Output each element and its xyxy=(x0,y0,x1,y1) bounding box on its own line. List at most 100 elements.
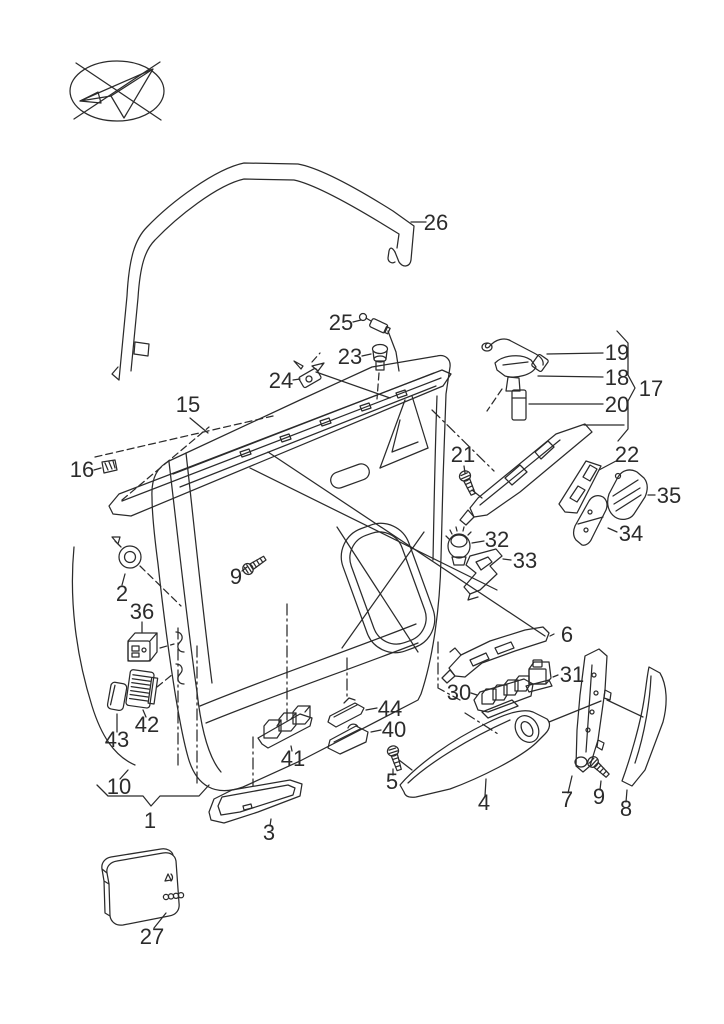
part-switch-pack-41 xyxy=(257,705,313,749)
part-cap-43 xyxy=(106,681,128,712)
screw-21-icon xyxy=(457,468,479,498)
callout-label-24: 24 xyxy=(269,368,293,393)
callout-label-44: 44 xyxy=(378,696,402,721)
part-switch-36 xyxy=(127,632,158,662)
callout-leader-3 xyxy=(269,818,272,827)
callout-leader-32 xyxy=(471,540,485,544)
part-bowden-cable-19 xyxy=(481,338,549,373)
group-bracket-17 xyxy=(616,330,636,442)
part-switch-31 xyxy=(525,659,553,693)
part-armrest-4 xyxy=(399,710,551,798)
callout-label-32: 32 xyxy=(485,527,509,552)
part-vent-switch-42 xyxy=(125,669,159,709)
callout-label-17: 17 xyxy=(639,376,663,401)
callout-leader-31 xyxy=(552,674,559,678)
callout-leader-30 xyxy=(470,692,478,696)
callout-leader-40 xyxy=(370,729,382,733)
part-clip-16 xyxy=(101,459,118,474)
callout-label-20: 20 xyxy=(605,392,629,417)
callout-label-9: 9 xyxy=(593,784,605,809)
callout-label-23: 23 xyxy=(338,344,362,369)
callout-leader-41 xyxy=(290,745,293,752)
callout-label-4: 4 xyxy=(478,790,490,815)
part-knob-switch-32 xyxy=(445,526,472,566)
callout-leader-7 xyxy=(567,775,573,794)
screw-9-icon xyxy=(240,552,269,578)
callout-label-26: 26 xyxy=(424,210,448,235)
callout-label-9: 9 xyxy=(230,564,242,589)
callout-label-3: 3 xyxy=(263,820,275,845)
part-cover-34 xyxy=(573,495,608,546)
part-plug-23 xyxy=(371,343,389,371)
callout-label-10: 10 xyxy=(107,774,131,799)
callout-label-34: 34 xyxy=(619,521,643,546)
callout-leader-22 xyxy=(598,460,617,471)
part-cover-35 xyxy=(607,469,648,521)
callout-leader-34 xyxy=(607,527,618,533)
callout-label-41: 41 xyxy=(281,746,305,771)
callout-label-22: 22 xyxy=(615,442,639,467)
callout-leader-44 xyxy=(365,707,378,711)
callout-leader-2 xyxy=(121,573,126,586)
callout-leader-18 xyxy=(537,375,604,378)
callout-label-36: 36 xyxy=(130,599,154,624)
callout-label-7: 7 xyxy=(561,787,573,812)
callout-label-42: 42 xyxy=(135,712,159,737)
part-pull-tray-3 xyxy=(208,779,303,824)
part-gasket-plate-22 xyxy=(558,460,602,514)
callout-leader-10 xyxy=(119,769,129,780)
callout-label-2: 2 xyxy=(116,581,128,606)
part-window-frame-trim-26 xyxy=(111,162,415,381)
part-handle-carrier xyxy=(459,423,593,526)
callout-leader-25 xyxy=(352,319,362,323)
audi-rings-icon xyxy=(162,891,185,901)
callout-leader-33 xyxy=(502,558,512,561)
callout-label-25: 25 xyxy=(329,310,353,335)
callout-leader-21 xyxy=(463,465,466,474)
callout-leader-15 xyxy=(189,417,209,434)
part-lamp-housing-40 xyxy=(327,723,369,755)
callout-label-35: 35 xyxy=(657,483,681,508)
speaker-glyph-icon xyxy=(164,873,174,882)
callout-leader-9 xyxy=(241,566,248,572)
callout-label-27: 27 xyxy=(140,924,164,949)
callout-label-15: 15 xyxy=(176,392,200,417)
callout-leader-23 xyxy=(361,353,372,357)
callout-leader-6 xyxy=(549,633,555,637)
callout-label-8: 8 xyxy=(620,796,632,821)
callout-label-18: 18 xyxy=(605,365,629,390)
part-cable-10 xyxy=(71,546,136,766)
callout-leader-4 xyxy=(484,778,487,797)
callout-label-16: 16 xyxy=(70,457,94,482)
callout-leader-16 xyxy=(93,467,102,471)
callout-label-21: 21 xyxy=(451,442,475,467)
callout-leader-42 xyxy=(142,709,147,718)
screw-5-icon xyxy=(385,743,406,773)
group-bracket-1 xyxy=(96,784,210,807)
part-trim-strip-8 xyxy=(621,666,667,787)
callout-label-40: 40 xyxy=(382,717,406,742)
part-inner-handle-18 xyxy=(494,355,537,392)
callout-label-1: 1 xyxy=(144,808,156,833)
callout-label-5: 5 xyxy=(386,769,398,794)
part-lamp-lens-44 xyxy=(327,697,365,728)
callout-label-30: 30 xyxy=(447,680,471,705)
callout-leader-9 xyxy=(599,780,602,791)
callout-leader-8 xyxy=(625,789,628,803)
callout-leader-27 xyxy=(153,912,167,929)
part-latch-lever-24 xyxy=(293,360,325,389)
callout-label-19: 19 xyxy=(605,340,629,365)
part-door-panel-main xyxy=(151,354,451,792)
paper-plane-ellipse-logo xyxy=(69,60,165,122)
callout-label-43: 43 xyxy=(105,727,129,752)
callout-leader-19 xyxy=(546,352,604,355)
callout-label-31: 31 xyxy=(560,662,584,687)
callout-label-6: 6 xyxy=(561,622,573,647)
part-bezel-33 xyxy=(463,548,503,601)
part-armrest-support-6 xyxy=(441,626,550,684)
part-module-box-27 xyxy=(101,848,185,926)
callout-label-33: 33 xyxy=(513,548,537,573)
